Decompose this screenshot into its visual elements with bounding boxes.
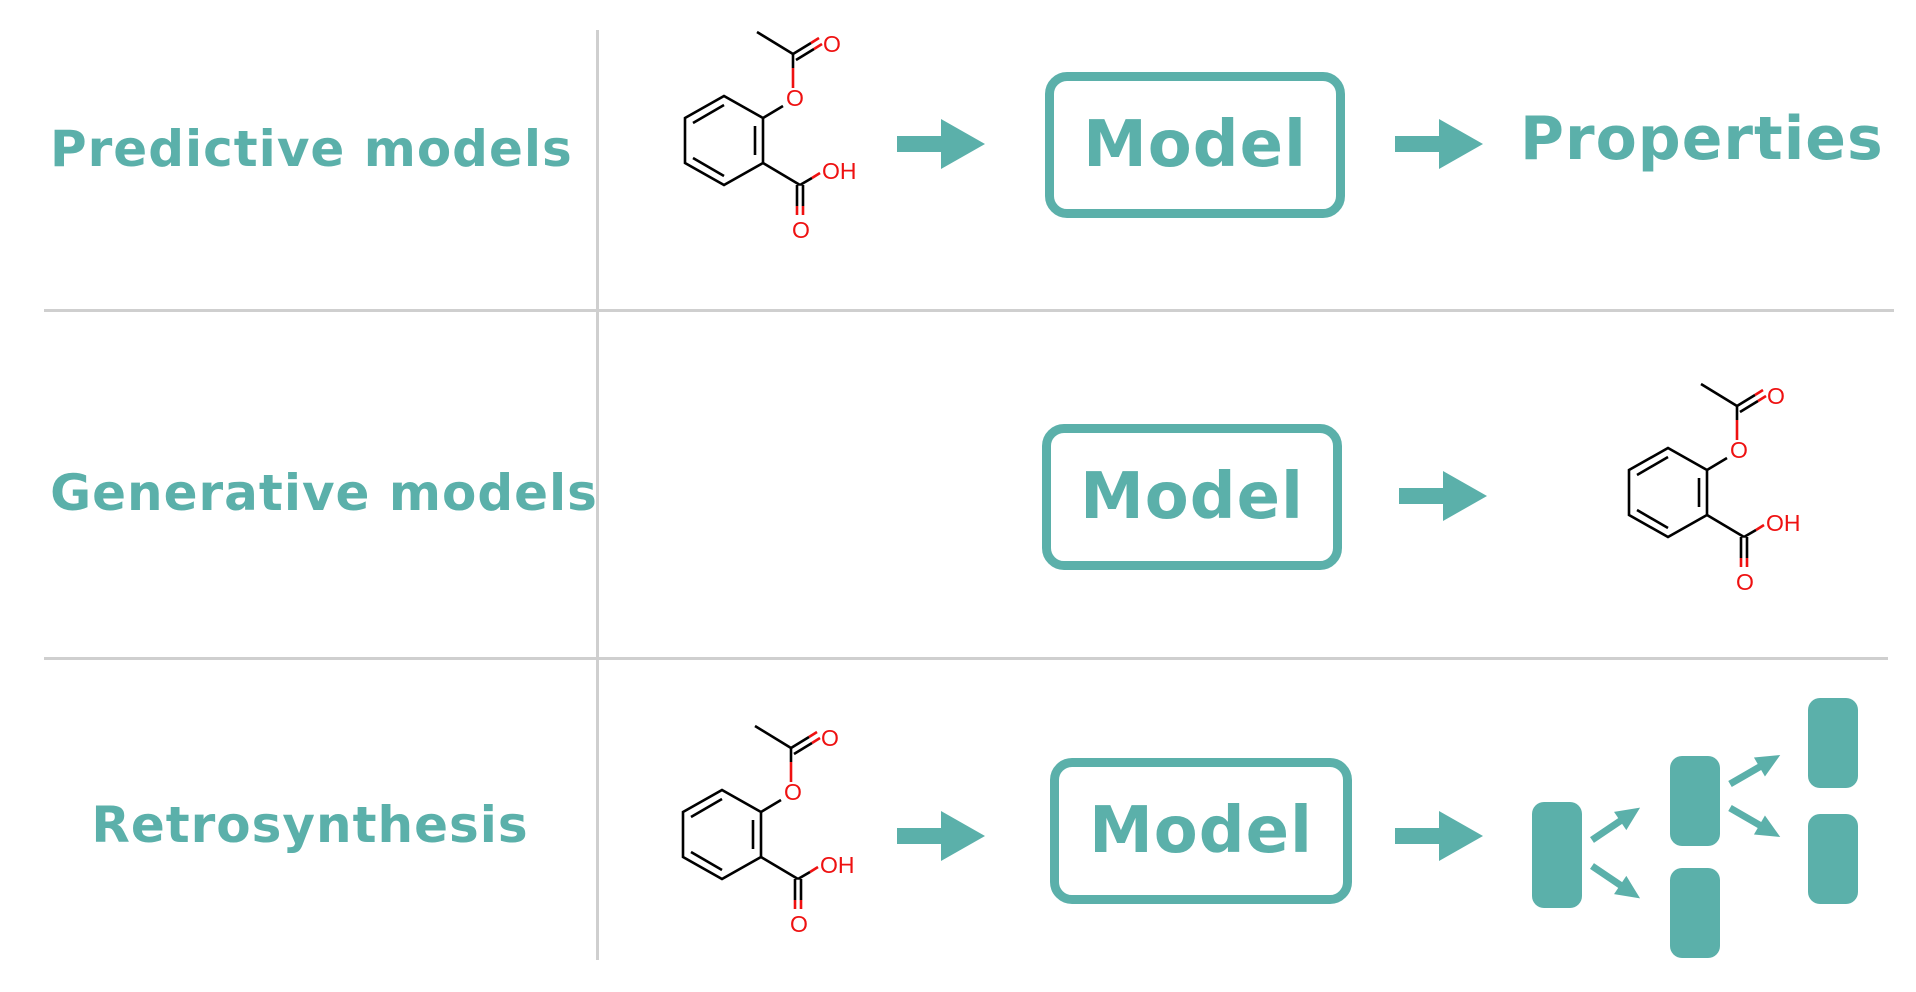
row-divider-2: [44, 657, 1888, 660]
tree-node-level3-top: [1808, 698, 1858, 788]
input-molecule-retrosynthesis: [681, 723, 856, 939]
model-box-retrosynthesis: Model: [1050, 758, 1352, 904]
tree-node-level2-top: [1670, 756, 1720, 846]
label-retrosynthesis: Retrosynthesis: [91, 796, 529, 854]
tree-node-level3-bottom: [1808, 814, 1858, 904]
tree-node-level2-bottom: [1670, 868, 1720, 958]
generated-molecule: [1627, 381, 1802, 597]
input-molecule-predictive: [683, 29, 858, 245]
tree-arrow-mid-to-bottom: [1725, 798, 1786, 846]
arrow-input-to-model: [897, 119, 985, 169]
arrow-model-to-molecule: [1399, 471, 1487, 521]
tree-arrow-mid-to-top: [1725, 745, 1786, 793]
label-predictive-models: Predictive models: [50, 120, 573, 178]
model-box-label: Model: [1080, 460, 1304, 534]
vertical-divider: [596, 30, 599, 960]
properties-output: Properties: [1520, 104, 1884, 174]
model-box-label: Model: [1083, 108, 1307, 182]
arrow-model-to-tree: [1395, 811, 1483, 861]
model-box-predictive: Model: [1045, 72, 1345, 218]
arrow-model-to-properties: [1395, 119, 1483, 169]
row-divider-1: [44, 309, 1894, 312]
tree-arrow-root-to-bottom: [1586, 857, 1646, 908]
tree-arrow-root-to-top: [1586, 798, 1646, 849]
model-box-label: Model: [1089, 794, 1313, 868]
arrow-input-to-model: [897, 811, 985, 861]
tree-node-root: [1532, 802, 1582, 908]
model-box-generative: Model: [1042, 424, 1342, 570]
label-generative-models: Generative models: [50, 464, 598, 522]
